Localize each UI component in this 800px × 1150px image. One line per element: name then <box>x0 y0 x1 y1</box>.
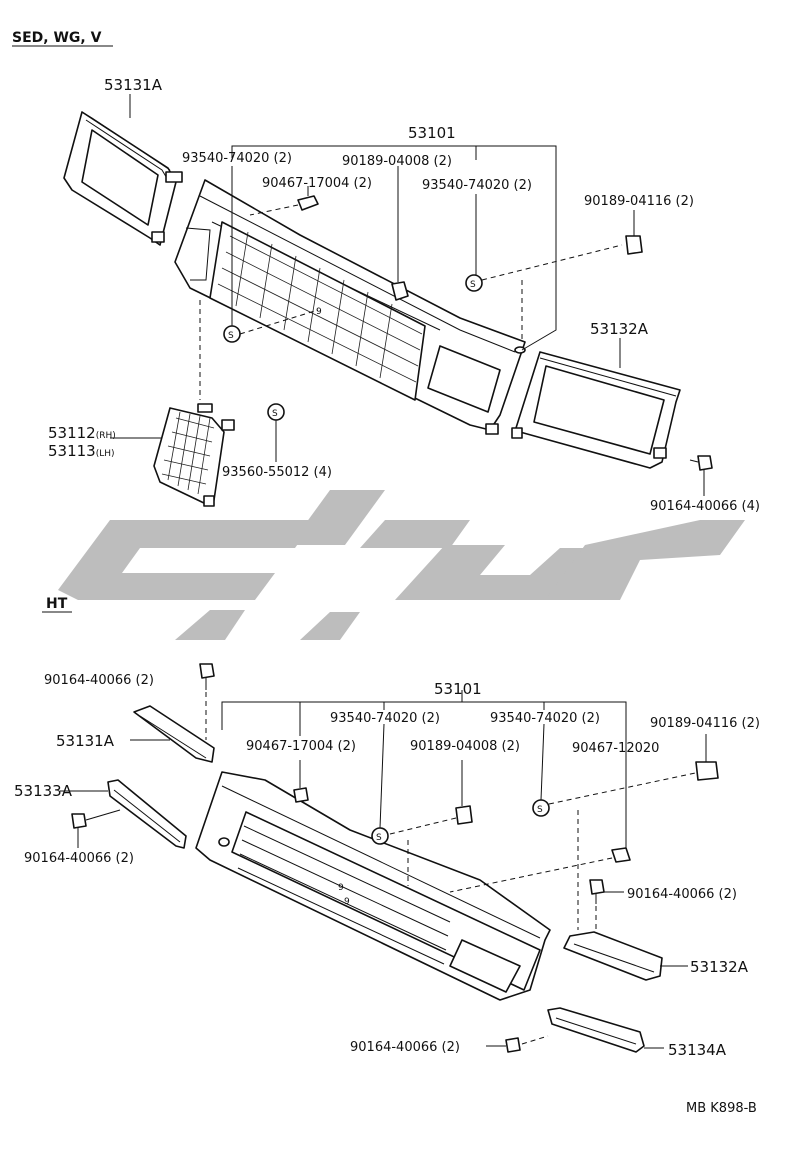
assembly-line <box>389 817 457 835</box>
part-label-90467-12020: 90467-12020 <box>572 741 659 756</box>
bracket-53132A-ht <box>563 931 663 981</box>
part-label-53131A: 53131A <box>104 76 163 94</box>
bracket-53133A <box>107 779 187 849</box>
assembly-line <box>249 204 299 216</box>
leader-line <box>540 723 545 801</box>
assembly-line <box>239 309 319 335</box>
grille-mesh <box>217 231 423 383</box>
radiator-grille-53101-ht: 9 9 <box>195 771 551 1001</box>
part-label-53132A-top: 53132A <box>590 320 649 338</box>
part-label-53131A-ht: 53131A <box>56 732 115 750</box>
emblem-mark: 9 <box>344 897 350 907</box>
emblem-mark: 9 <box>338 883 344 893</box>
leader-line <box>379 723 385 829</box>
svg-text:S: S <box>537 805 543 815</box>
s-nut-marker: S <box>223 325 241 343</box>
assembly-line <box>449 857 613 893</box>
part-label-53132A-ht: 53132A <box>690 958 749 976</box>
part-label-53133A: 53133A <box>14 782 73 800</box>
reference-code: MB K898-B <box>686 1101 757 1116</box>
assembly-line <box>481 244 623 281</box>
part-label-93540-74020-b: 93540-74020 (2) <box>422 178 532 193</box>
part-label-93540-74020-a: 93540-74020 (2) <box>182 151 292 166</box>
screw-90164-40066 <box>689 455 713 471</box>
part-label-53101-top: 53101 <box>408 124 456 142</box>
assy-bracket <box>221 701 627 860</box>
part-label-53134A: 53134A <box>668 1041 727 1059</box>
clip-90189-04116-ht <box>695 761 719 781</box>
svg-text:S: S <box>228 331 234 341</box>
part-label-90164-40066-top: 90164-40066 (4) <box>650 499 760 514</box>
part-label-90467-17004-ht: 90467-17004 (2) <box>246 739 356 754</box>
emblem-mark: 9 <box>316 307 322 317</box>
s-nut-marker: S <box>371 827 389 845</box>
part-label-53112: 53112(RH) <box>48 424 116 442</box>
part-label-90164-40066-b: 90164-40066 (2) <box>24 851 134 866</box>
part-label-90189-04008-ht: 90189-04008 (2) <box>410 739 520 754</box>
part-label-93540-74020-a-ht: 93540-74020 (2) <box>330 711 440 726</box>
side-grille-53112-53113 <box>153 403 235 507</box>
svg-text:S: S <box>272 409 278 419</box>
clip-90189-04008 <box>391 281 409 301</box>
part-label-90189-04116: 90189-04116 (2) <box>584 194 694 209</box>
svg-text:S: S <box>470 280 476 290</box>
part-label-90164-40066-d: 90164-40066 (2) <box>350 1040 460 1055</box>
headlamp-frame-53132A <box>511 351 681 469</box>
part-label-90189-04116-ht: 90189-04116 (2) <box>650 716 760 731</box>
bracket-53134A <box>547 1007 645 1053</box>
clip-90467-17004 <box>297 195 319 211</box>
watermark-logo <box>58 490 745 640</box>
screw-90164-40066-a <box>199 663 215 690</box>
part-label-90467-17004: 90467-17004 (2) <box>262 176 372 191</box>
clip-90467-12020 <box>611 847 631 863</box>
part-label-53101-bottom: 53101 <box>434 680 482 698</box>
screw-90164-40066-c <box>589 879 605 904</box>
part-label-90189-04008: 90189-04008 (2) <box>342 154 452 169</box>
part-label-90164-40066-a: 90164-40066 (2) <box>44 673 154 688</box>
part-label-93540-74020-b-ht: 93540-74020 (2) <box>490 711 600 726</box>
assembly-line <box>521 1035 549 1045</box>
clip-90189-04008-ht <box>455 805 473 825</box>
svg-text:S: S <box>376 833 382 843</box>
section-label-sed-wg-v: SED, WG, V <box>12 30 102 46</box>
assembly-line <box>548 771 701 805</box>
bracket-53131A <box>133 705 215 763</box>
part-label-93560-55012: 93560-55012 (4) <box>222 465 332 480</box>
section-label-ht: HT <box>46 596 68 612</box>
clip-90189-04116 <box>625 235 643 255</box>
s-nut-marker: S <box>465 274 483 292</box>
s-nut-marker: S <box>532 799 550 817</box>
s-nut-marker: S <box>267 403 285 421</box>
headlamp-frame-53131A <box>63 111 183 246</box>
clip-90467-17004-ht <box>293 787 309 803</box>
part-label-53113: 53113(LH) <box>48 442 115 460</box>
screw-90164-40066-d <box>505 1037 521 1053</box>
radiator-grille-53101: 9 <box>174 179 526 435</box>
part-label-90164-40066-c: 90164-40066 (2) <box>627 887 737 902</box>
screw-90164-40066-b <box>71 809 121 829</box>
assy-bracket <box>231 145 557 351</box>
